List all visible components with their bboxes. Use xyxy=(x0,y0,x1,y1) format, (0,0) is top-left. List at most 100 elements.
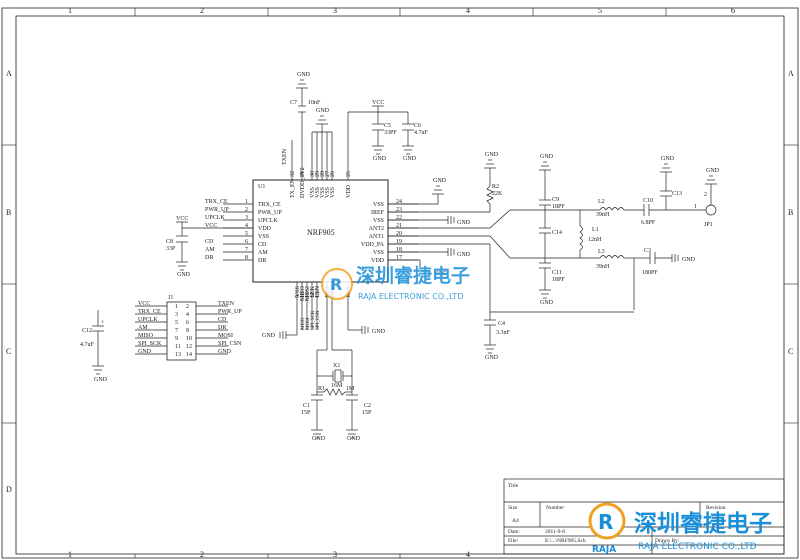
c14-ref: C14 xyxy=(552,230,562,236)
u1-pin-number: 19 xyxy=(396,239,402,245)
r1-ref: R1 xyxy=(318,386,325,392)
u1-pin-number: 21 xyxy=(396,223,402,229)
u1-pin-number: 10 xyxy=(300,292,306,298)
gnd-label-c7: GND xyxy=(297,72,311,78)
u1-pin-name: VSS xyxy=(320,187,326,198)
j1-pin-number: 12 xyxy=(186,344,192,350)
zone-markers: 1 2 3 4 5 6 1 2 3 4 A B C D A B C xyxy=(6,6,794,559)
c6-value: 4.7uF xyxy=(414,130,429,136)
c5-ref: C5 xyxy=(384,123,391,129)
title-block: Title Size A4 Number Revision Date: 2011… xyxy=(503,478,785,555)
j1-pin-number: 8 xyxy=(186,328,189,334)
u1-pin-name: CD xyxy=(258,242,267,248)
u1-left-net-label: VCC xyxy=(205,223,217,229)
gnd-label-24: GND xyxy=(433,178,447,184)
jp1-pin2: 2 xyxy=(704,192,707,198)
j1-pin-number: 1 xyxy=(175,304,178,310)
u1-pin-name: VSS xyxy=(258,234,269,240)
c7-value: 10nF xyxy=(308,100,321,106)
center-watermark: R 深圳睿捷电子 RAJA ELECTRONIC CO.,LTD xyxy=(321,264,470,301)
u1-bottom-net-label: MOSI xyxy=(306,317,311,330)
u1-pin-number: 30 xyxy=(310,171,316,177)
file-label: File: xyxy=(508,538,519,544)
j1-pin-number: 6 xyxy=(186,320,189,326)
col-2-bottom: 2 xyxy=(200,550,204,559)
u1-pin-name: VSS xyxy=(373,250,384,256)
size-value: A4 xyxy=(512,518,519,524)
col-3-top: 3 xyxy=(333,6,337,15)
row-c-right: C xyxy=(788,347,793,356)
corner-watermark: R RAJA 深圳睿捷电子 RAJA ELECTRONIC CO.,LTD xyxy=(588,502,772,555)
u1-pin-number: 17 xyxy=(396,255,402,261)
u1-pin-number: 9 xyxy=(295,295,301,298)
u1-left-net-label: DR xyxy=(205,255,213,261)
c9-value: 18PF xyxy=(552,204,565,210)
gnd-label-18: GND xyxy=(457,252,471,258)
j1-pin-number: 5 xyxy=(175,320,178,326)
l2-ref: L2 xyxy=(598,199,605,205)
col-2-top: 2 xyxy=(200,6,204,15)
j1-pin-number: 7 xyxy=(175,328,178,334)
col-5-top: 5 xyxy=(598,6,602,15)
j1-left-net-label: TRX_CE xyxy=(138,309,161,315)
c1-value: 15P xyxy=(301,410,311,416)
j1-ref: J1 xyxy=(168,295,173,301)
c3-ref: C3 xyxy=(644,248,651,254)
l2-value: 39nH xyxy=(596,212,610,218)
u1-pin-number: 7 xyxy=(245,247,248,253)
u1-pin-name: ANT2 xyxy=(369,226,384,232)
j1-pin-number: 4 xyxy=(186,312,189,318)
j1-pin-number: 11 xyxy=(175,344,181,350)
c12-value: 4.7uF xyxy=(80,342,95,348)
j1-pin-number: 2 xyxy=(186,304,189,310)
c5-value: 33PF xyxy=(384,130,397,136)
u1-part-name: NRF905 xyxy=(307,228,335,237)
u1-pin-number: 8 xyxy=(245,255,248,261)
corner-company: 深圳睿捷电子 xyxy=(634,511,772,537)
u1-left-net-label: PWR_UP xyxy=(205,207,229,213)
u1-pin-name: VSS xyxy=(330,187,336,198)
u1-pin-number: 18 xyxy=(396,247,402,253)
u1-pin-name: DVDD_1V2 xyxy=(300,167,306,198)
u1-top-circuit xyxy=(291,79,414,180)
revision-label: Revision xyxy=(706,505,726,511)
u1-pin-number: 27 xyxy=(325,171,331,177)
gnd-label-c13: GND xyxy=(661,156,675,162)
u1-pin-name: PWR_UP xyxy=(258,210,282,216)
u1-pin-name: ANT1 xyxy=(369,234,384,240)
u1-pin-name: UPCLK xyxy=(258,218,278,224)
j1-right-net-label: MOSI xyxy=(218,333,233,339)
j1-right-net-label: CD xyxy=(218,317,227,323)
j1-left-net-label: UPCLK xyxy=(138,317,158,323)
u1-pin-number: 29 xyxy=(315,171,321,177)
c8-ref: C8 xyxy=(166,239,173,245)
c2-value: 15P xyxy=(362,410,372,416)
c4-value: 3.3nF xyxy=(496,330,511,336)
jp1-pin1: 1 xyxy=(694,204,697,210)
u1-pin-name: DR xyxy=(258,258,266,264)
u1-bottom-net-label: MISO xyxy=(301,317,306,330)
watermark-logo-icon xyxy=(321,268,353,300)
u1-pin-name: VSS xyxy=(310,187,316,198)
j1-right-net-label: SPI_CSN xyxy=(218,341,242,347)
vcc-label-left: VCC xyxy=(176,216,188,222)
j1-right-net-label: TXEN xyxy=(218,301,235,307)
number-label: Number xyxy=(546,505,564,511)
u1-pin-number: 25 xyxy=(346,171,352,177)
l1-ref: L1 xyxy=(592,227,599,233)
c12-ref: C12 xyxy=(82,328,92,334)
row-d-left: D xyxy=(6,485,12,494)
u1-pin-name: CSN xyxy=(315,285,321,297)
u1-pin-name: IREF xyxy=(371,210,385,216)
title-label: Title xyxy=(508,483,519,489)
gnd-label-c8: GND xyxy=(177,272,191,278)
u1-pin-number: 23 xyxy=(396,207,402,213)
jp1-ref: JP1 xyxy=(704,222,713,228)
u1-ref: U1 xyxy=(258,184,265,190)
u1-pin-number: 31 xyxy=(300,171,306,177)
size-label: Size xyxy=(508,505,518,511)
